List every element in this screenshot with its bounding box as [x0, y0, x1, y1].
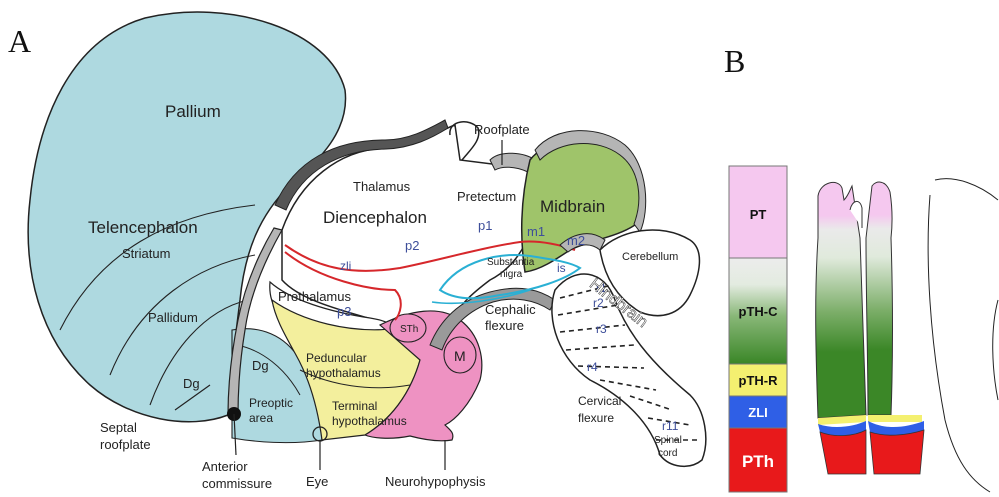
label-thalamus: Thalamus [353, 179, 411, 194]
label-peduncular: Peduncular [306, 351, 367, 365]
label-sth: STh [400, 324, 418, 335]
label-cord: cord [658, 448, 677, 459]
label-cervical-flexure: flexure [578, 411, 614, 425]
label-dg-outer: Dg [183, 376, 200, 391]
label-zli: zli [340, 259, 351, 273]
label-r3: r3 [596, 322, 607, 336]
label-cervical: Cervical [578, 394, 621, 408]
legend-label-pth-r: pTH-R [739, 373, 779, 388]
adjacent-tissue-outline [928, 179, 998, 492]
left-pth-band [820, 430, 866, 474]
label-p1: p1 [478, 218, 492, 233]
label-r11: r11 [662, 419, 679, 433]
label-nigra: nigra [500, 269, 523, 280]
label-striatum: Striatum [122, 246, 170, 261]
label-pallium: Pallium [165, 102, 221, 121]
panel-a: A Pallium Telencephalon Striatum Pallidu… [8, 12, 706, 491]
label-neurohypophysis: Neurohypophysis [385, 474, 486, 489]
label-anterior: Anterior [202, 459, 248, 474]
label-septal: Septal [100, 420, 137, 435]
label-flexure: flexure [485, 318, 524, 333]
legend-label-zli: ZLI [748, 405, 768, 420]
label-septal-roofplate: roofplate [100, 437, 151, 452]
label-roofplate: Roofplate [474, 122, 530, 137]
label-commissure: commissure [202, 476, 272, 491]
label-diencephalon: Diencephalon [323, 208, 427, 227]
label-dg-inner: Dg [252, 358, 269, 373]
label-prethalamus: Prethalamus [278, 289, 351, 304]
label-terminal: Terminal [332, 399, 377, 413]
right-pth-band [870, 430, 924, 474]
label-p3: p3 [337, 304, 351, 319]
panel-b-letter: B [724, 43, 745, 79]
label-m: M [454, 348, 466, 364]
legend-column: PT pTH-C pTH-R ZLI PTh [729, 166, 787, 492]
panel-a-letter: A [8, 23, 31, 59]
right-column [866, 182, 893, 415]
label-m2: m2 [567, 233, 585, 248]
label-m1: m1 [527, 224, 545, 239]
label-spinal: Spinal [654, 435, 682, 446]
panel-b: B PT pTH-C pTH-R ZLI PTh [724, 43, 998, 492]
label-midbrain: Midbrain [540, 197, 605, 216]
label-telencephalon: Telencephalon [88, 218, 198, 237]
right-pthr-band [868, 415, 922, 422]
label-cephalic: Cephalic [485, 302, 536, 317]
label-r4: r4 [587, 360, 598, 374]
label-pallidum: Pallidum [148, 310, 198, 325]
label-area: area [249, 411, 273, 425]
legend-label-pth-c: pTH-C [739, 304, 779, 319]
label-cerebellum: Cerebellum [622, 251, 678, 263]
neural-tube-columns [816, 182, 924, 474]
label-pretectum: Pretectum [457, 189, 516, 204]
label-terminal-hyp: hypothalamus [332, 414, 407, 428]
label-p2: p2 [405, 238, 419, 253]
label-is: is [557, 261, 566, 275]
label-preoptic: Preoptic [249, 396, 293, 410]
label-eye: Eye [306, 474, 328, 489]
legend-label-pt: PT [750, 207, 767, 222]
label-peduncular-hyp: hypothalamus [306, 366, 381, 380]
legend-label-pth: PTh [742, 452, 774, 471]
label-substantia: Substantia [487, 257, 535, 268]
